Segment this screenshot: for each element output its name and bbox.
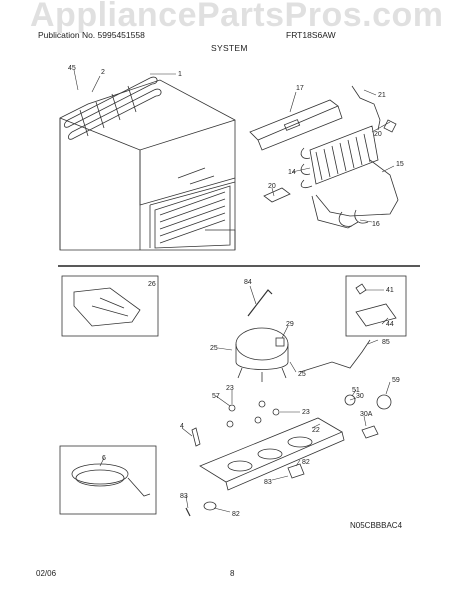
callout-23: 23 — [226, 385, 234, 392]
callout-30A: 30A — [360, 411, 373, 418]
footer-page-number: 8 — [230, 569, 235, 578]
callout-25: 25 — [210, 345, 218, 352]
model-number: FRT18S6AW — [286, 30, 336, 40]
callout-26: 26 — [148, 281, 156, 288]
callout-16: 16 — [372, 221, 380, 228]
callout-20: 20 — [374, 131, 382, 138]
callout-83: 83 — [264, 479, 272, 486]
relay-parts-drawing — [344, 394, 392, 439]
tubing-drawing — [311, 85, 399, 229]
inset-box-41-44 — [345, 275, 407, 337]
callout-6: 6 — [102, 455, 106, 462]
base-plate-drawing — [199, 417, 345, 491]
diagram-code: N05CBBBAC4 — [350, 521, 403, 530]
leader-lines — [73, 69, 395, 513]
callout-82: 82 — [302, 459, 310, 466]
callout-51: 51 — [352, 387, 360, 394]
callout-2: 2 — [101, 69, 105, 76]
footer-date: 02/06 — [36, 569, 57, 578]
grommets-drawing — [226, 400, 280, 428]
part-82b-drawing — [203, 501, 217, 511]
evaporator-drawing — [300, 125, 379, 188]
mounting-bracket-drawing — [249, 99, 343, 151]
callout-84: 84 — [244, 279, 252, 286]
callout-59: 59 — [392, 377, 400, 384]
callout-22: 22 — [312, 427, 320, 434]
callout-45: 45 — [68, 65, 76, 72]
condenser-coil-drawing — [64, 76, 162, 140]
inset-box-26 — [61, 275, 159, 337]
callout-83: 83 — [180, 493, 188, 500]
callout-21: 21 — [378, 92, 386, 99]
callout-1: 1 — [178, 71, 182, 78]
callout-14: 14 — [288, 169, 296, 176]
callout-25: 25 — [298, 371, 306, 378]
publication-number: Publication No. 5995451558 — [38, 30, 145, 40]
cabinet-drawing — [59, 79, 236, 251]
section-title: SYSTEM — [211, 43, 248, 53]
callout-29: 29 — [286, 321, 294, 328]
watermark: AppliancePartsPros.com — [30, 0, 444, 34]
callout-17: 17 — [296, 85, 304, 92]
callout-20: 20 — [268, 183, 276, 190]
callout-44: 44 — [386, 321, 394, 328]
screw-83-drawing — [185, 507, 191, 517]
inset-box-6 — [59, 445, 157, 515]
line-85-drawing — [299, 339, 371, 373]
part-4-drawing — [191, 427, 201, 447]
compressor-drawing — [235, 327, 289, 382]
callout-4: 4 — [180, 423, 184, 430]
callout-30: 30 — [356, 393, 364, 400]
callout-23: 23 — [302, 409, 310, 416]
callout-82: 82 — [232, 511, 240, 518]
callout-41: 41 — [386, 287, 394, 294]
wand-drawing — [247, 289, 273, 317]
part-82-drawing — [287, 463, 305, 479]
callout-57: 57 — [212, 393, 220, 400]
small-bracket-drawing — [263, 187, 291, 203]
callout-85: 85 — [382, 339, 390, 346]
callout-15: 15 — [396, 161, 404, 168]
